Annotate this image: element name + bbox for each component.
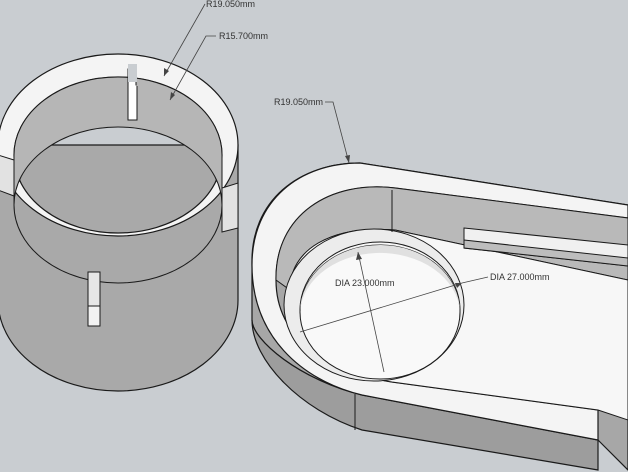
dim-hole-inner-diameter: DIA 23.000mm	[335, 278, 395, 288]
base-plate-model[interactable]	[251, 162, 628, 471]
leader-hole-outer	[461, 276, 489, 284]
dim-base-radius: R19.050mm	[274, 97, 323, 107]
ring-bottom-inner-edge	[13, 204, 223, 284]
dim-hole-outer-diameter: DIA 27.000mm	[490, 272, 550, 282]
arrow-ring-outer	[164, 68, 169, 76]
arrow-hole-inner	[356, 252, 362, 260]
arrow-ring-inner	[170, 92, 175, 100]
ring-slot-right	[221, 182, 239, 233]
split-ring-model[interactable]	[0, 53, 239, 392]
dim-ring-inner-radius: R15.700mm	[219, 31, 268, 41]
dimension-annotations: R19.050mm R15.700mm R19.050mm DIA 23.000…	[163, 0, 550, 373]
leader-base-radius	[325, 101, 350, 164]
leader-ring-inner	[169, 35, 216, 101]
ring-slot-left	[0, 155, 15, 197]
ring-slot-top-edge	[127, 82, 138, 121]
ring-slot-top-gap	[128, 64, 137, 82]
arrow-hole-outer	[455, 283, 462, 288]
leader-ring-outer	[163, 3, 206, 77]
plate-rail-side	[463, 239, 628, 267]
arrow-base-radius	[345, 155, 350, 163]
dim-ring-outer-radius: R19.050mm	[206, 0, 255, 9]
dim-line-hole-outer	[299, 282, 463, 333]
ring-outer-wall	[0, 144, 239, 392]
ring-slot-front-face	[87, 305, 101, 327]
dim-line-hole-inner	[357, 251, 385, 373]
